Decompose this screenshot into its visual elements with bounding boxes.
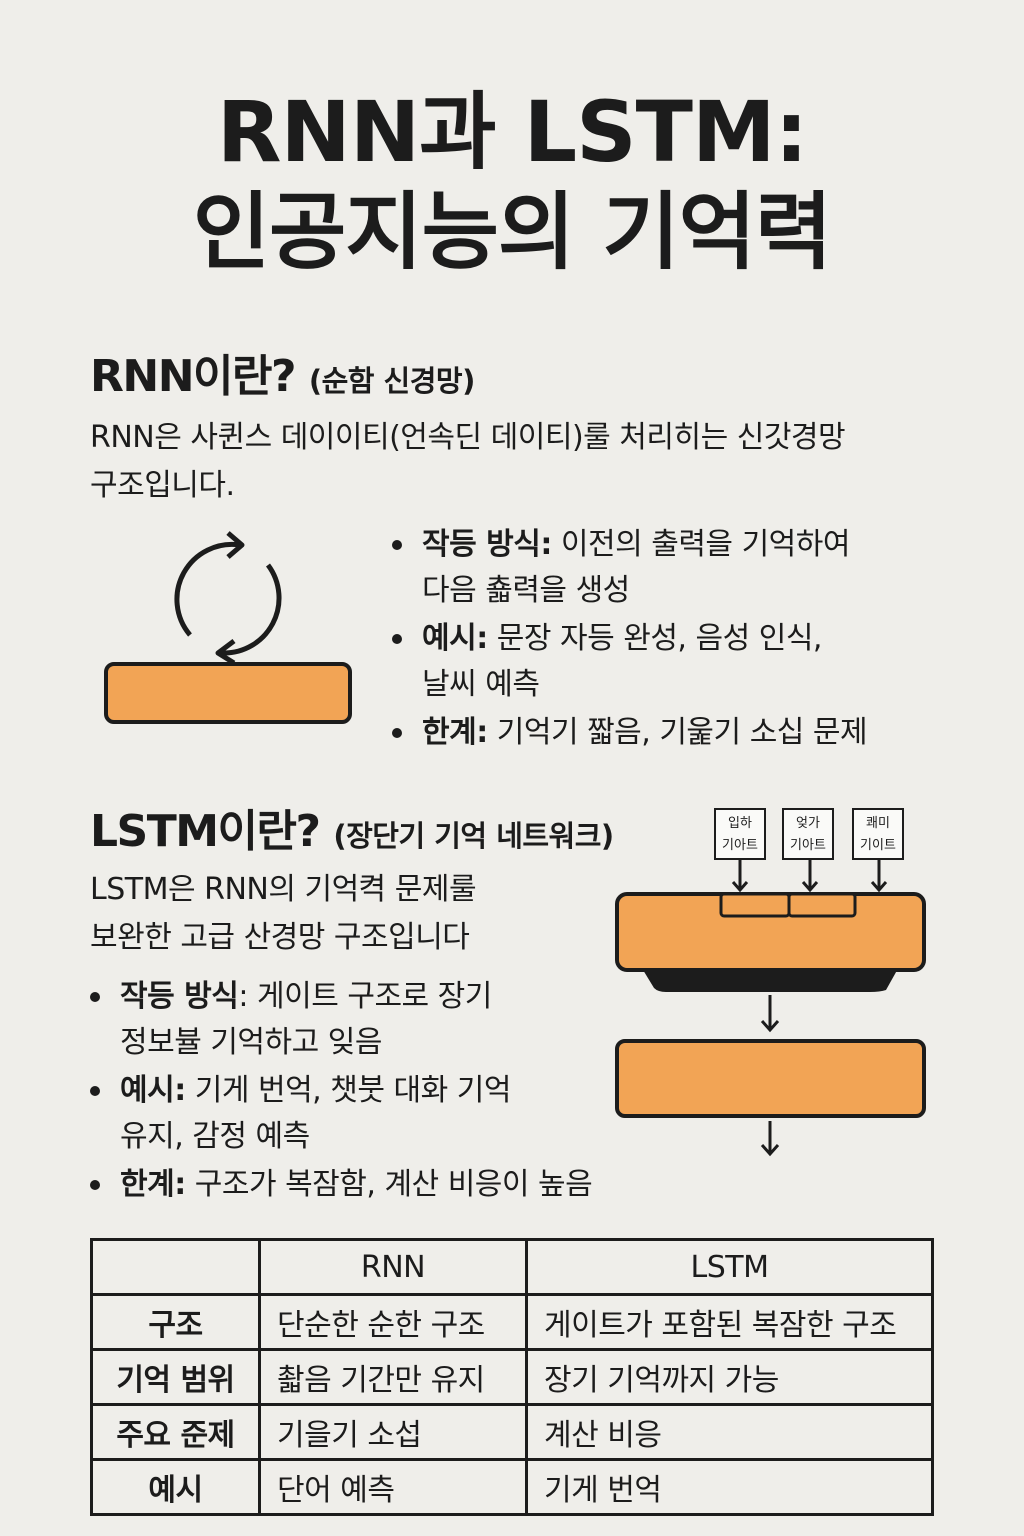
gate-label: 기이트 — [860, 838, 896, 853]
gate-label: 쾌미 — [866, 816, 890, 831]
lstm-heading-main: LSTM이란? — [90, 806, 321, 857]
list-item: 예시: 문장 자등 완성, 음성 인식, 날씨 예측 — [392, 616, 952, 708]
title-line-2: 인공지능의 기억력 — [192, 183, 833, 281]
bullet-text: 문장 자등 완성, 음성 인식, — [496, 621, 823, 656]
table-cell: 게이트가 포함된 복잠한 구조 — [525, 1293, 934, 1351]
gate-box-output: 쾌미 기이트 — [852, 808, 904, 860]
lstm-diagram — [615, 860, 926, 1157]
lstm-heading-sub: (장단기 기억 네트워크) — [333, 819, 614, 853]
gate-slot — [719, 892, 791, 918]
bullet-text-cont: 유지, 감정 예측 — [120, 1119, 310, 1154]
table-cell: 단순한 순한 구조 — [258, 1293, 528, 1351]
gate-label: 엊가 — [796, 816, 820, 831]
gate-box-forget: 엊가 기아트 — [782, 808, 834, 860]
table-row: 주요 준제 기을기 소섭 계산 비응 — [90, 1403, 934, 1461]
table-cell: 장기 기억까지 가능 — [525, 1348, 934, 1406]
table-header-cell — [90, 1238, 261, 1296]
bullet-text-cont: 정보뷸 기억하고 잊음 — [120, 1025, 382, 1060]
table-cell: 촯음 기간만 유지 — [258, 1348, 528, 1406]
lstm-bullet-list: 작등 방식: 게이트 구조로 장기 정보뷸 기억하고 잊음 예시: 기게 번억,… — [90, 974, 650, 1210]
bullet-text: 이전의 출력을 기억하여 — [560, 527, 851, 562]
bullet-label: 한계: — [120, 1167, 186, 1202]
list-item: 작등 방식: 게이트 구조로 장기 정보뷸 기억하고 잊음 — [90, 974, 650, 1066]
rnn-description-line: 구조입니다. — [90, 468, 235, 503]
bullet-text-cont: 날씨 예측 — [422, 667, 540, 702]
rnn-description-line: RNN은 사퀸스 데이이티(언속딘 데이티)룰 처리히는 신갓경망 — [90, 420, 846, 455]
bullet-label: 예시: — [422, 621, 488, 656]
comparison-table: RNN LSTM 구조 단순한 순한 구조 게이트가 포함된 복잠한 구조 기억… — [90, 1238, 934, 1516]
bullet-text: 구조가 복잠함, 계산 비응이 높음 — [194, 1167, 593, 1202]
title-line-1: RNN과 LSTM: — [216, 83, 808, 181]
lstm-heading: LSTM이란? (장단기 기억 네트워크) — [90, 795, 614, 859]
bullet-label: 예시: — [120, 1073, 186, 1108]
rnn-bullet-list: 작등 방식: 이전의 출력을 기억하여 다음 춃력을 생성 예시: 문장 자등 … — [392, 522, 952, 758]
arrow-down-icon — [760, 995, 780, 1033]
bullet-text: 기억기 짧음, 기욽기 소십 문제 — [496, 715, 868, 750]
bullet-text-cont: 다음 춃력을 생성 — [422, 573, 630, 608]
lstm-description: LSTM은 RNN의 기억켝 문제룰 보완한 고급 산경망 구조입니다 — [90, 866, 477, 962]
rnn-heading-sub: (순함 신경망) — [308, 364, 476, 398]
rnn-cell-block — [104, 662, 352, 724]
table-row: 예시 단어 예측 기게 번억 — [90, 1458, 934, 1516]
table-row: 구조 단순한 순한 구조 게이트가 포함된 복잠한 구조 — [90, 1293, 934, 1351]
table-cell: 계산 비응 — [525, 1403, 934, 1461]
bullet-text: 기게 번억, 챗붓 대화 기억 — [194, 1073, 512, 1108]
table-row: 기억 범위 촯음 기간만 유지 장기 기억까지 가능 — [90, 1348, 934, 1406]
bullet-label: 한계: — [422, 715, 488, 750]
rnn-heading: RNN이란? (순함 신경망) — [90, 340, 475, 404]
bullet-text: : 게이트 구조로 장기 — [238, 979, 492, 1014]
gate-label: 기아트 — [790, 838, 826, 853]
bullet-label: 작등 방식 — [120, 979, 239, 1014]
lstm-output-block — [615, 1039, 926, 1118]
list-item: 한계: 기억기 짧음, 기욽기 소십 문제 — [392, 710, 952, 756]
arrow-down-icon — [760, 1121, 780, 1157]
rnn-heading-main: RNN이란? — [90, 351, 297, 402]
lstm-description-line: LSTM은 RNN의 기억켝 문제룰 — [90, 872, 477, 907]
table-header-cell: RNN — [258, 1238, 528, 1296]
table-cell: 기을기 소섭 — [258, 1403, 528, 1461]
table-row-header: 주요 준제 — [90, 1403, 261, 1461]
list-item: 예시: 기게 번억, 챗붓 대화 기억 유지, 감정 예측 — [90, 1068, 650, 1160]
table-row-header: 예시 — [90, 1458, 261, 1516]
gate-label: 입하 — [728, 816, 752, 831]
table-row-header: 구조 — [90, 1293, 261, 1351]
table-row-header: 기억 범위 — [90, 1348, 261, 1406]
table-cell: 단어 예측 — [258, 1458, 528, 1516]
list-item: 한계: 구조가 복잠함, 계산 비응이 높음 — [90, 1162, 650, 1208]
rnn-description: RNN은 사퀸스 데이이티(언속딘 데이티)룰 처리히는 신갓경망 구조입니다. — [90, 414, 846, 510]
lstm-description-line: 보완한 고급 산경망 구조입니다 — [90, 920, 470, 955]
table-header-row: RNN LSTM — [90, 1238, 934, 1296]
list-item: 작등 방식: 이전의 출력을 기억하여 다음 춃력을 생성 — [392, 522, 952, 614]
gate-slot — [787, 892, 857, 918]
bullet-label: 작등 방식: — [422, 527, 552, 562]
gate-label: 기아트 — [722, 838, 758, 853]
arrow-down-icon — [731, 860, 888, 893]
recurrent-loop-icon — [174, 531, 282, 665]
table-cell: 기게 번억 — [525, 1458, 934, 1516]
gate-box-input: 입하 기아트 — [714, 808, 766, 860]
table-header-cell: LSTM — [525, 1238, 934, 1296]
